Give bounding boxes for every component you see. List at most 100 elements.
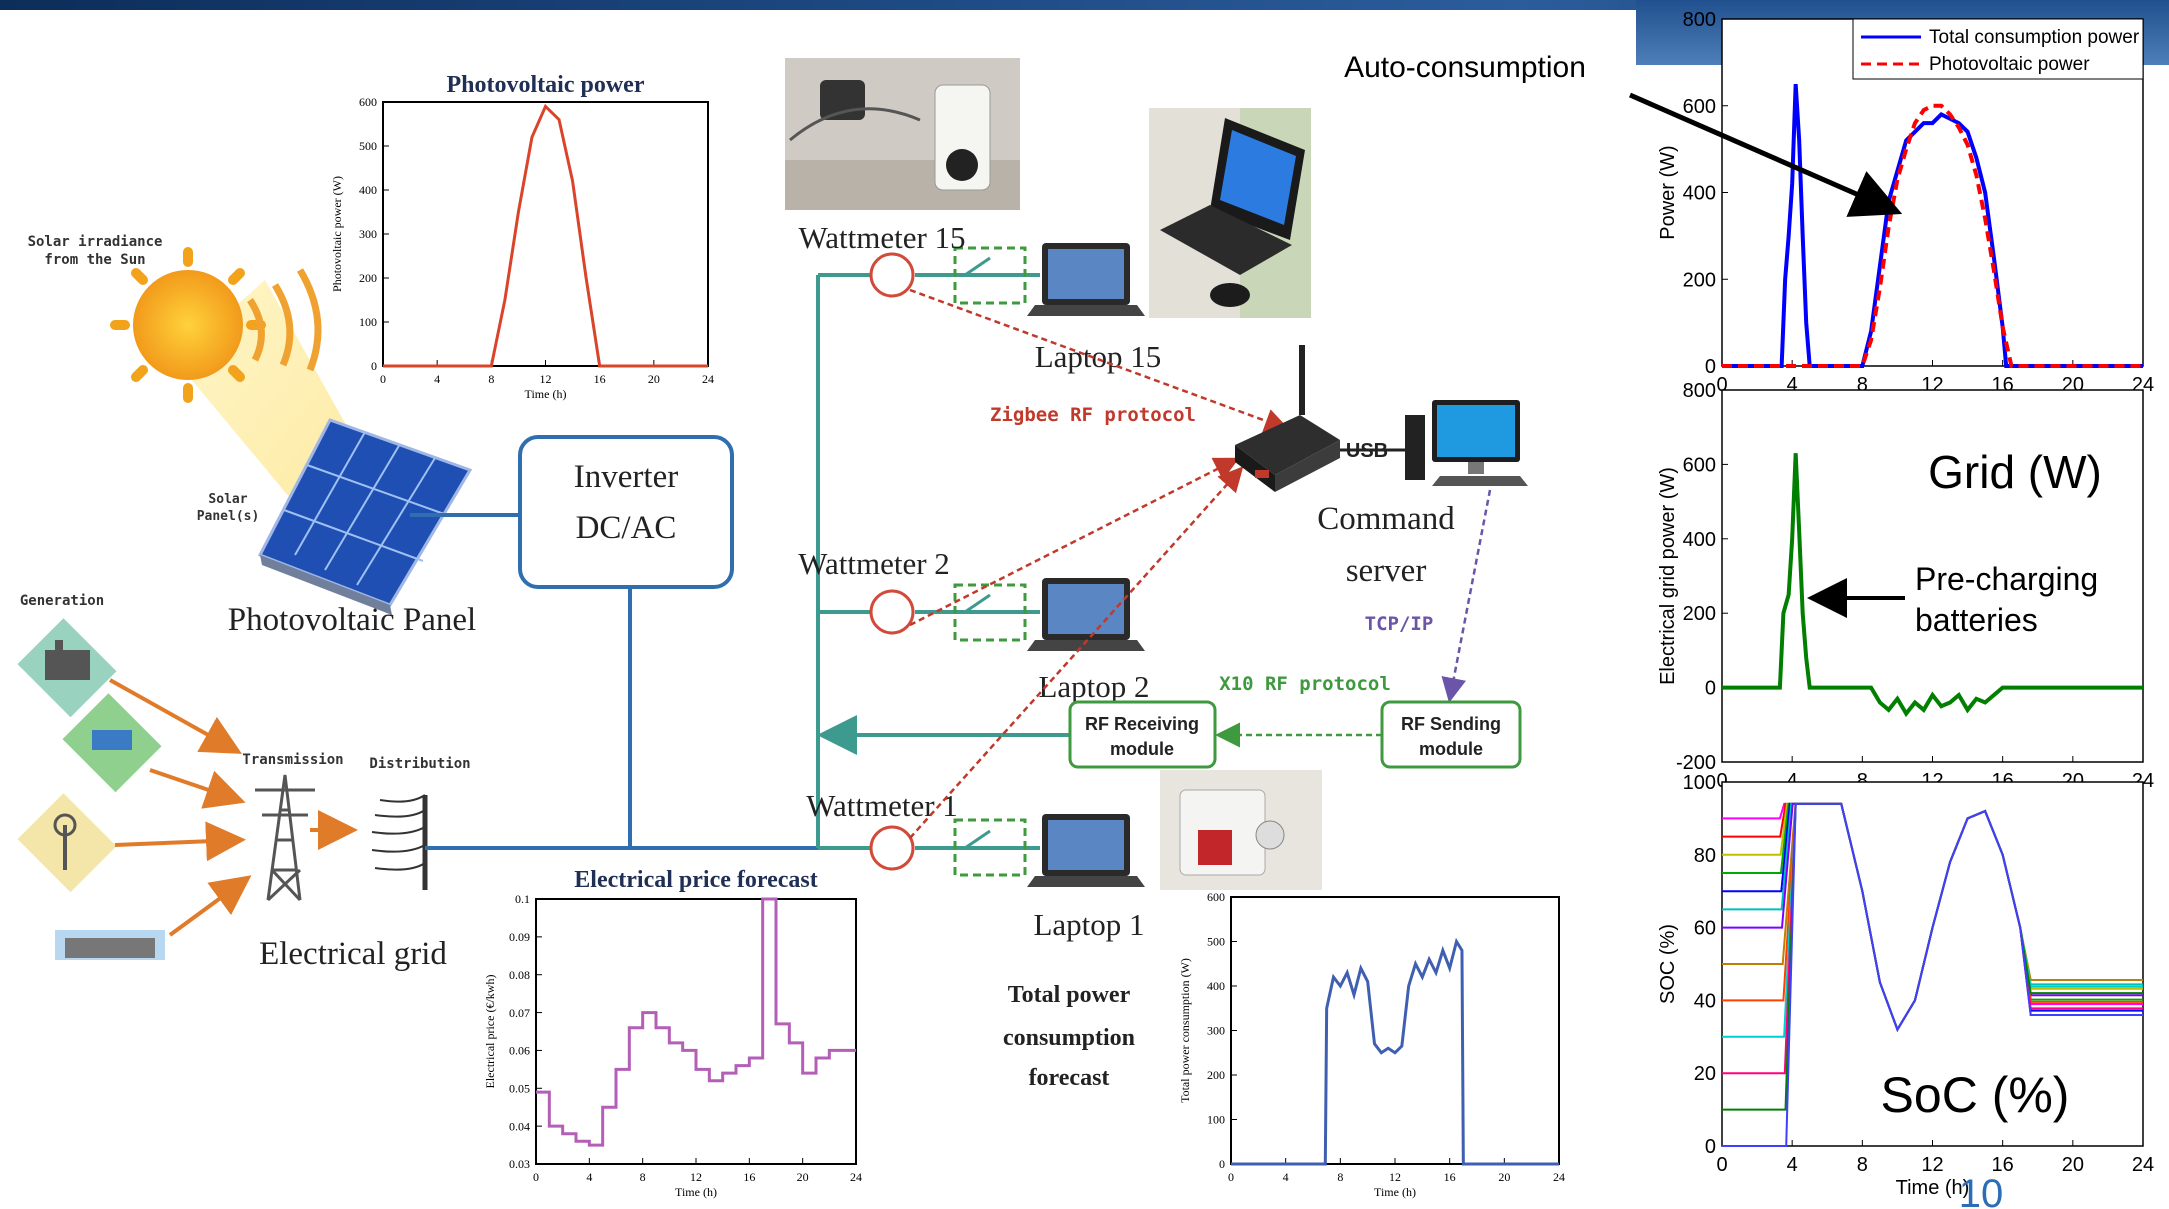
y-tick-label: 20 bbox=[1694, 1063, 1716, 1085]
x-tick-label: 0 bbox=[533, 1170, 539, 1184]
laptop-15-label: Laptop 15 bbox=[1035, 339, 1162, 374]
series-line-0 bbox=[1231, 937, 1559, 1166]
solar-panels-label-2: Panel(s) bbox=[197, 509, 260, 524]
plant-icon-factory bbox=[17, 618, 117, 718]
y-tick-label: 0.04 bbox=[509, 1119, 530, 1133]
usb-label: USB bbox=[1346, 440, 1388, 462]
y-tick-label: 0 bbox=[1705, 678, 1716, 700]
x-tick-label: 4 bbox=[434, 372, 440, 386]
y-axis-label: SOC (%) bbox=[1657, 924, 1679, 1004]
y-tick-label: 200 bbox=[359, 271, 377, 285]
x-tick-label: 24 bbox=[850, 1170, 862, 1184]
rf-receiving-label-1: RF Receiving bbox=[1085, 714, 1199, 734]
laptop-photo bbox=[1149, 108, 1311, 318]
distribution-label: Distribution bbox=[369, 756, 470, 772]
x-tick-label: 0 bbox=[1716, 770, 1727, 792]
y-tick-label: 0.06 bbox=[509, 1044, 530, 1058]
series-line-12 bbox=[1722, 802, 2143, 1147]
plot-frame bbox=[1230, 896, 1560, 1165]
x-tick-label: 0 bbox=[380, 372, 386, 386]
x-tick-label: 24 bbox=[1553, 1170, 1565, 1184]
rf-sending-label-2: module bbox=[1419, 739, 1483, 759]
plot-frame bbox=[382, 101, 709, 367]
y-tick-label: 400 bbox=[1683, 183, 1716, 205]
top-banner bbox=[0, 0, 2169, 10]
y-tick-label: 400 bbox=[1207, 979, 1225, 993]
y-tick-label: 400 bbox=[359, 183, 377, 197]
y-tick-label: 80 bbox=[1694, 845, 1716, 867]
electrical-grid-label: Electrical grid bbox=[259, 936, 447, 972]
command-server-icon bbox=[1405, 400, 1528, 486]
auto-consumption-arrow bbox=[1628, 92, 1903, 217]
pre-charging-label-2: batteries bbox=[1915, 602, 2038, 638]
y-tick-label: 300 bbox=[1207, 1024, 1225, 1038]
x-tick-label: 12 bbox=[540, 372, 552, 386]
photovoltaic-panel-label: Photovoltaic Panel bbox=[228, 602, 476, 638]
plug-photo bbox=[1160, 770, 1322, 890]
y-tick-label: 100 bbox=[1207, 1113, 1225, 1127]
plant-icon-solar bbox=[62, 693, 162, 793]
x-tick-label: 8 bbox=[1337, 1170, 1343, 1184]
series-line-0 bbox=[1722, 83, 2143, 368]
total-power-label-1: Total power bbox=[1008, 982, 1131, 1008]
zigbee-gateway-icon bbox=[1235, 345, 1340, 492]
irradiance-waves-icon bbox=[247, 268, 322, 372]
y-tick-label: 40 bbox=[1694, 990, 1716, 1012]
wattmeter-2-label: Wattmeter 2 bbox=[798, 546, 950, 581]
y-axis-label: Photovoltaic power (W) bbox=[330, 176, 344, 292]
laptop-2-label: Laptop 2 bbox=[1038, 669, 1149, 704]
y-tick-label: 300 bbox=[359, 227, 377, 241]
x-tick-label: 20 bbox=[797, 1170, 809, 1184]
y-axis-label: Electrical grid power (W) bbox=[1657, 467, 1679, 685]
y-tick-label: 0.1 bbox=[515, 892, 530, 906]
y-tick-label: 200 bbox=[1683, 603, 1716, 625]
wattmeter-1-label: Wattmeter 1 bbox=[806, 788, 958, 823]
solar-panel-icon bbox=[257, 418, 473, 615]
inverter-label-1: Inverter bbox=[574, 459, 678, 495]
x-tick-label: 24 bbox=[702, 372, 714, 386]
y-tick-label: 600 bbox=[1207, 890, 1225, 904]
plant-icon-nuclear bbox=[55, 930, 165, 960]
solar-panels-label-1: Solar bbox=[208, 492, 247, 507]
x-tick-label: 16 bbox=[1444, 1170, 1456, 1184]
tcpip-link bbox=[1441, 489, 1492, 703]
x-tick-label: 12 bbox=[690, 1170, 702, 1184]
y-axis-label: Total power consumption (W) bbox=[1178, 958, 1192, 1103]
y-tick-label: 0 bbox=[1219, 1157, 1225, 1171]
slide-number: 10 bbox=[1959, 1172, 2004, 1209]
legend-box bbox=[1852, 18, 2144, 80]
solar-irradiance-label-1: Solar irradiance bbox=[28, 234, 163, 250]
y-tick-label: 0.08 bbox=[509, 968, 530, 982]
x-tick-label: 12 bbox=[1921, 1154, 1943, 1176]
x-axis-label: Time (h) bbox=[525, 387, 567, 401]
inverter-box bbox=[518, 435, 734, 589]
tcpip-label: TCP/IP bbox=[1365, 613, 1434, 635]
x-tick-label: 20 bbox=[1498, 1170, 1510, 1184]
laptop-15-icon bbox=[1027, 243, 1145, 316]
inverter-label-2: DC/AC bbox=[576, 510, 677, 546]
laptop-2-icon bbox=[1027, 578, 1145, 651]
x-tick-label: 4 bbox=[1787, 374, 1798, 396]
x-tick-label: 4 bbox=[586, 1170, 592, 1184]
y-axis-label: Electrical price (€/kwh) bbox=[483, 975, 497, 1089]
y-tick-label: 600 bbox=[359, 95, 377, 109]
rf-receiving-label-2: module bbox=[1110, 739, 1174, 759]
x-tick-label: 8 bbox=[1857, 770, 1868, 792]
y-tick-label: 0.07 bbox=[509, 1006, 530, 1020]
zigbee-links bbox=[909, 288, 1290, 839]
wattmeter-2-icon bbox=[869, 589, 915, 635]
series-line-0 bbox=[536, 897, 856, 1147]
x-tick-label: 24 bbox=[2132, 1154, 2154, 1176]
x10-label: X10 RF protocol bbox=[1219, 673, 1391, 695]
soc-annotation: SoC (%) bbox=[1881, 1067, 2070, 1123]
y-tick-label: 100 bbox=[1683, 772, 1716, 794]
x-axis-label: Time (h) bbox=[1896, 1177, 1970, 1199]
y-tick-label: 0.05 bbox=[509, 1081, 530, 1095]
pre-charging-label-1: Pre-charging bbox=[1915, 561, 2098, 597]
